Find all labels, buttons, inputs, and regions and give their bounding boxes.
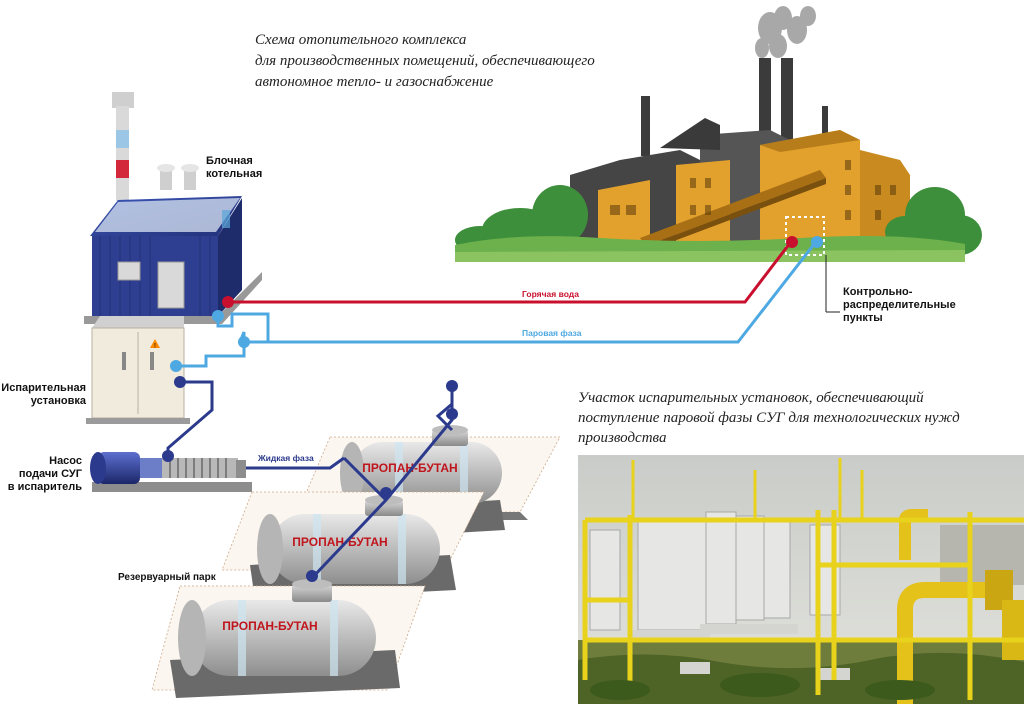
svg-text:!: !	[154, 343, 156, 350]
diagram-title: Схема отопительного комплекса для произв…	[255, 30, 595, 93]
control-label-line-2: распределительные	[843, 299, 956, 311]
chimney	[641, 96, 650, 156]
caption-line-3: производства	[578, 430, 667, 446]
tank-label: ПРОПАН-БУТАН	[292, 535, 387, 549]
tank-label: ПРОПАН-БУТАН	[362, 461, 457, 475]
boiler-label-line-2: котельная	[206, 168, 263, 180]
caption-line-1: Участок испарительных установок, обеспеч…	[578, 390, 924, 406]
pump-label-line-3: в испаритель	[7, 481, 82, 493]
control-point-frame	[785, 216, 825, 256]
chimney	[781, 58, 793, 148]
caption-line-2: поступление паровой фазы СУГ для техноло…	[578, 410, 960, 426]
factory-illustration	[455, 6, 982, 262]
title-line-1: Схема отопительного комплекса	[255, 32, 467, 48]
vapor-phase-label: Паровая фаза	[522, 328, 582, 338]
hot-water-label: Горячая вода	[522, 289, 579, 299]
tank-middle: ПРОПАН-БУТАН	[221, 491, 485, 600]
pump-label-line-2: подачи СУГ	[18, 468, 82, 480]
smoke	[755, 6, 816, 58]
control-label-line-3: пункты	[843, 312, 883, 324]
tank-label: ПРОПАН-БУТАН	[222, 619, 317, 633]
hot-water-pipe	[228, 242, 792, 304]
boiler-house	[84, 92, 262, 324]
pump-label-line-1: Насос	[49, 455, 82, 467]
control-label-line-1: Контрольно-	[843, 286, 913, 298]
chimney	[759, 58, 771, 148]
evaporator-unit: !	[86, 316, 190, 424]
tank-farm: ПРОПАН-БУТАН ПРОПАН-БУТАН ПРОПАН-БУТАН	[151, 425, 561, 698]
pump-assembly	[90, 452, 252, 492]
evaporator-label-line-2: установка	[30, 395, 86, 407]
evaporator-label-line-1: Испарительная	[1, 382, 86, 394]
photo-caption: Участок испарительных установок, обеспеч…	[578, 388, 960, 448]
boiler-house-label: Блочная котельная	[206, 155, 262, 181]
evaporator-site-photo	[578, 455, 1024, 704]
title-line-2: для производственных помещений, обеспечи…	[255, 53, 595, 69]
tank-front: ПРОПАН-БУТАН	[151, 579, 426, 698]
pump-label: Насос подачи СУГ в испаритель	[0, 455, 82, 494]
control-points-label: Контрольно- распределительные пункты	[843, 286, 956, 325]
tank-farm-label: Резервуарный парк	[118, 572, 216, 583]
vapor-phase-pipe	[216, 242, 817, 344]
liquid-phase-label: Жидкая фаза	[257, 453, 314, 463]
title-line-3: автономное тепло- и газоснабжение	[255, 74, 494, 90]
evaporator-label: Испарительная установка	[0, 382, 86, 408]
boiler-label-line-1: Блочная	[206, 155, 253, 167]
